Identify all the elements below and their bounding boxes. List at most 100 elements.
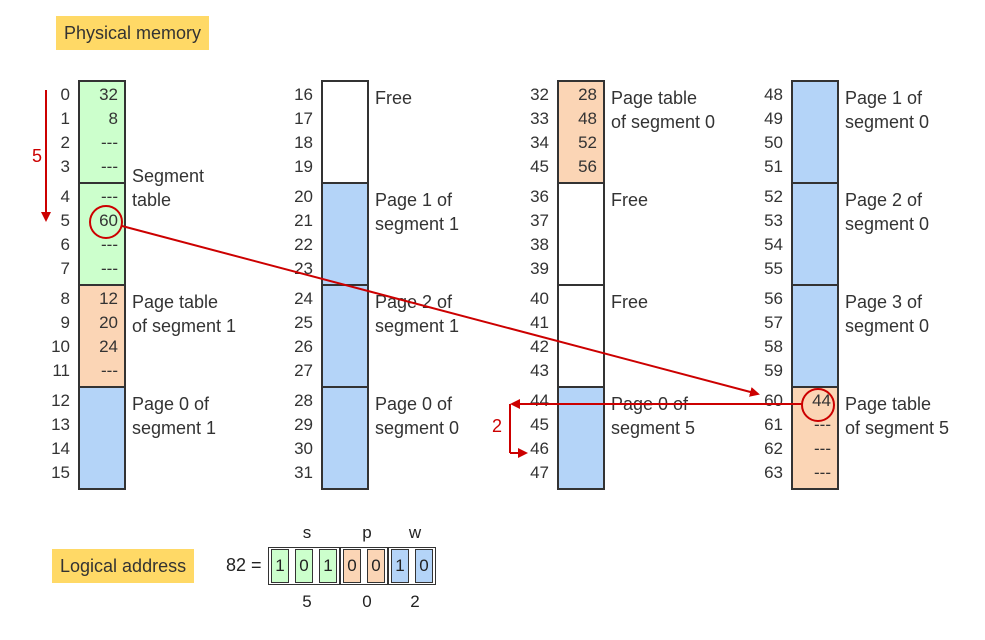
memory-cell-value: 48 <box>578 109 597 128</box>
memory-block-label: of segment 1 <box>132 316 237 336</box>
memory-cell-value: 44 <box>812 391 831 410</box>
memory-address: 49 <box>764 109 783 128</box>
memory-address: 30 <box>294 439 313 458</box>
memory-address: 14 <box>51 439 70 458</box>
memory-block-label: Page table <box>845 394 932 414</box>
memory-address: 46 <box>530 439 549 458</box>
memory-cell-value: --- <box>101 361 118 380</box>
memory-address: 11 <box>52 361 70 380</box>
physical-memory-title: Physical memory <box>56 16 210 50</box>
address-bit: 1 <box>319 549 337 583</box>
memory-cell-value: --- <box>814 415 831 434</box>
memory-address: 20 <box>294 187 313 206</box>
logical-address-label: Logical address <box>52 549 195 583</box>
segment-offset-label: 5 <box>32 146 43 166</box>
memory-address: 26 <box>294 337 313 356</box>
memory-block <box>321 182 369 286</box>
memory-cell-value: 52 <box>578 133 597 152</box>
address-field-name: s <box>302 523 312 542</box>
memory-block-label: segment 1 <box>132 418 217 438</box>
memory-address: 52 <box>764 187 783 206</box>
memory-address: 31 <box>294 463 313 482</box>
memory-cell-value: --- <box>814 463 831 482</box>
memory-address: 33 <box>530 109 549 128</box>
address-field-group <box>340 547 388 585</box>
memory-address: 63 <box>764 463 783 482</box>
address-field-group <box>268 547 340 585</box>
memory-address: 29 <box>294 415 313 434</box>
memory-address: 40 <box>530 289 549 308</box>
page-offset-label: 2 <box>492 416 503 436</box>
memory-block-label: Page table <box>611 88 698 108</box>
memory-cell-value: 24 <box>99 337 118 356</box>
memory-address: 25 <box>294 313 313 332</box>
memory-cell-value: --- <box>101 235 118 254</box>
address-field-name: w <box>408 523 422 542</box>
memory-address: 5 <box>60 211 70 230</box>
memory-block-label: Page 1 of <box>845 88 923 108</box>
memory-block <box>78 284 126 388</box>
memory-address: 51 <box>764 157 783 176</box>
memory-address: 34 <box>530 133 549 152</box>
memory-address: 39 <box>530 259 549 278</box>
memory-cell-value: 32 <box>99 85 118 104</box>
memory-block-label: Page 1 of <box>375 190 453 210</box>
address-field-name: p <box>362 523 372 542</box>
memory-address: 21 <box>294 211 313 230</box>
memory-block-label: Segment <box>132 166 205 186</box>
memory-address: 43 <box>530 361 549 380</box>
memory-address: 32 <box>530 85 549 104</box>
memory-address: 6 <box>60 235 70 254</box>
memory-address: 44 <box>530 391 549 410</box>
memory-cell-value: 28 <box>578 85 597 104</box>
memory-block-label: Page table <box>132 292 219 312</box>
segment-to-page-table-arrow <box>121 225 760 397</box>
memory-address: 62 <box>764 439 783 458</box>
memory-address: 18 <box>294 133 313 152</box>
memory-address: 17 <box>294 109 313 128</box>
memory-address: 55 <box>764 259 783 278</box>
memory-address: 9 <box>60 313 70 332</box>
memory-block-label: segment 1 <box>375 316 460 336</box>
memory-address: 10 <box>51 337 70 356</box>
memory-address: 59 <box>764 361 783 380</box>
memory-address: 13 <box>51 415 70 434</box>
memory-address: 47 <box>530 463 549 482</box>
address-field-value: 5 <box>302 592 312 611</box>
memory-address: 45 <box>530 157 549 176</box>
memory-address: 54 <box>764 235 783 254</box>
memory-address: 60 <box>764 391 783 410</box>
memory-address: 41 <box>530 313 549 332</box>
memory-address: 12 <box>51 391 70 410</box>
memory-address: 1 <box>60 109 70 128</box>
memory-block <box>557 284 605 388</box>
address-bit: 0 <box>295 549 313 583</box>
memory-address: 24 <box>294 289 313 308</box>
memory-block-label: Page 0 of <box>132 394 210 414</box>
memory-block-label: Page 3 of <box>845 292 923 312</box>
memory-address: 8 <box>60 289 70 308</box>
address-bit: 1 <box>271 549 289 583</box>
memory-address: 50 <box>764 133 783 152</box>
memory-address: 48 <box>764 85 783 104</box>
memory-block <box>791 182 839 286</box>
memory-block-label: table <box>132 190 172 210</box>
memory-address: 0 <box>60 85 70 104</box>
memory-block-label: segment 0 <box>845 316 930 336</box>
memory-cell-value: 12 <box>99 289 118 308</box>
memory-address: 36 <box>530 187 549 206</box>
memory-address: 3 <box>60 157 70 176</box>
memory-block-label: of segment 0 <box>611 112 716 132</box>
memory-block-label: Free <box>611 292 649 312</box>
memory-address: 57 <box>764 313 783 332</box>
memory-address: 38 <box>530 235 549 254</box>
memory-block-label: Free <box>611 190 649 210</box>
memory-address: 27 <box>294 361 313 380</box>
address-bit: 0 <box>367 549 385 583</box>
segment-entry-highlight <box>89 205 123 239</box>
address-bit: 1 <box>391 549 409 583</box>
page-entry-highlight <box>801 388 835 422</box>
memory-address: 58 <box>764 337 783 356</box>
memory-address: 15 <box>51 463 70 482</box>
memory-address: 61 <box>764 415 783 434</box>
